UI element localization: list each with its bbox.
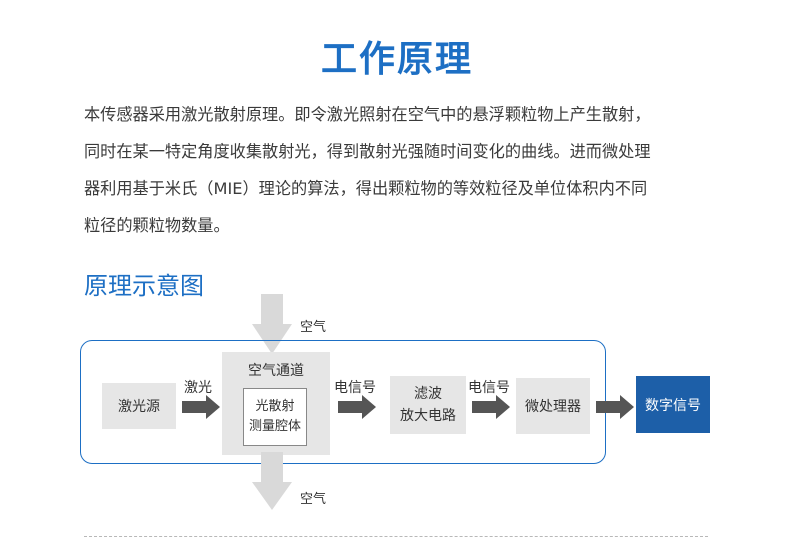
- chamber-label-line: 光散射: [255, 399, 295, 414]
- microprocessor-box: 微处理器: [516, 378, 590, 434]
- paragraph-line: 同时在某一特定角度收集散射光，得到散射光强随时间变化的曲线。进而微处理: [84, 142, 651, 161]
- paragraph-line: 粒径的颗粒物数量。: [84, 216, 230, 235]
- chamber-label-line: 测量腔体: [248, 419, 301, 434]
- diagram-heading: 原理示意图: [84, 272, 204, 300]
- signal-arrow: [472, 395, 510, 419]
- paragraph-line: 器利用基于米氏（MIE）理论的算法，得出颗粒物的等效粒径及单位体积内不同: [84, 179, 648, 198]
- digital-signal-box: 数字信号: [636, 376, 710, 433]
- air-out-label: 空气: [300, 492, 327, 507]
- filter-amplifier-box: 滤波 放大电路: [390, 376, 466, 434]
- page-title: 工作原理: [320, 39, 473, 80]
- laser-arrow: [182, 395, 220, 419]
- filter-label-line: 滤波: [414, 386, 442, 402]
- filter-label-line: 放大电路: [400, 408, 456, 424]
- air-out-arrow: [252, 452, 292, 510]
- output-arrow: [596, 395, 634, 419]
- signal-arrow: [338, 395, 376, 419]
- signal-arrow-label: 电信号: [468, 380, 510, 396]
- air-in-label: 空气: [300, 320, 327, 335]
- laser-source-box: 激光源: [102, 383, 176, 429]
- signal-arrow-label: 电信号: [334, 380, 376, 396]
- divider: [84, 536, 708, 537]
- air-in-arrow: [252, 294, 292, 354]
- paragraph-line: 本传感器采用激光散射原理。即令激光照射在空气中的悬浮颗粒物上产生散射，: [84, 105, 651, 124]
- scattering-chamber-box: 光散射 测量腔体: [243, 388, 307, 446]
- laser-arrow-label: 激光: [184, 380, 212, 396]
- description-paragraph: 本传感器采用激光散射原理。即令激光照射在空气中的悬浮颗粒物上产生散射， 同时在某…: [84, 96, 724, 244]
- air-channel-label: 空气通道: [248, 363, 304, 379]
